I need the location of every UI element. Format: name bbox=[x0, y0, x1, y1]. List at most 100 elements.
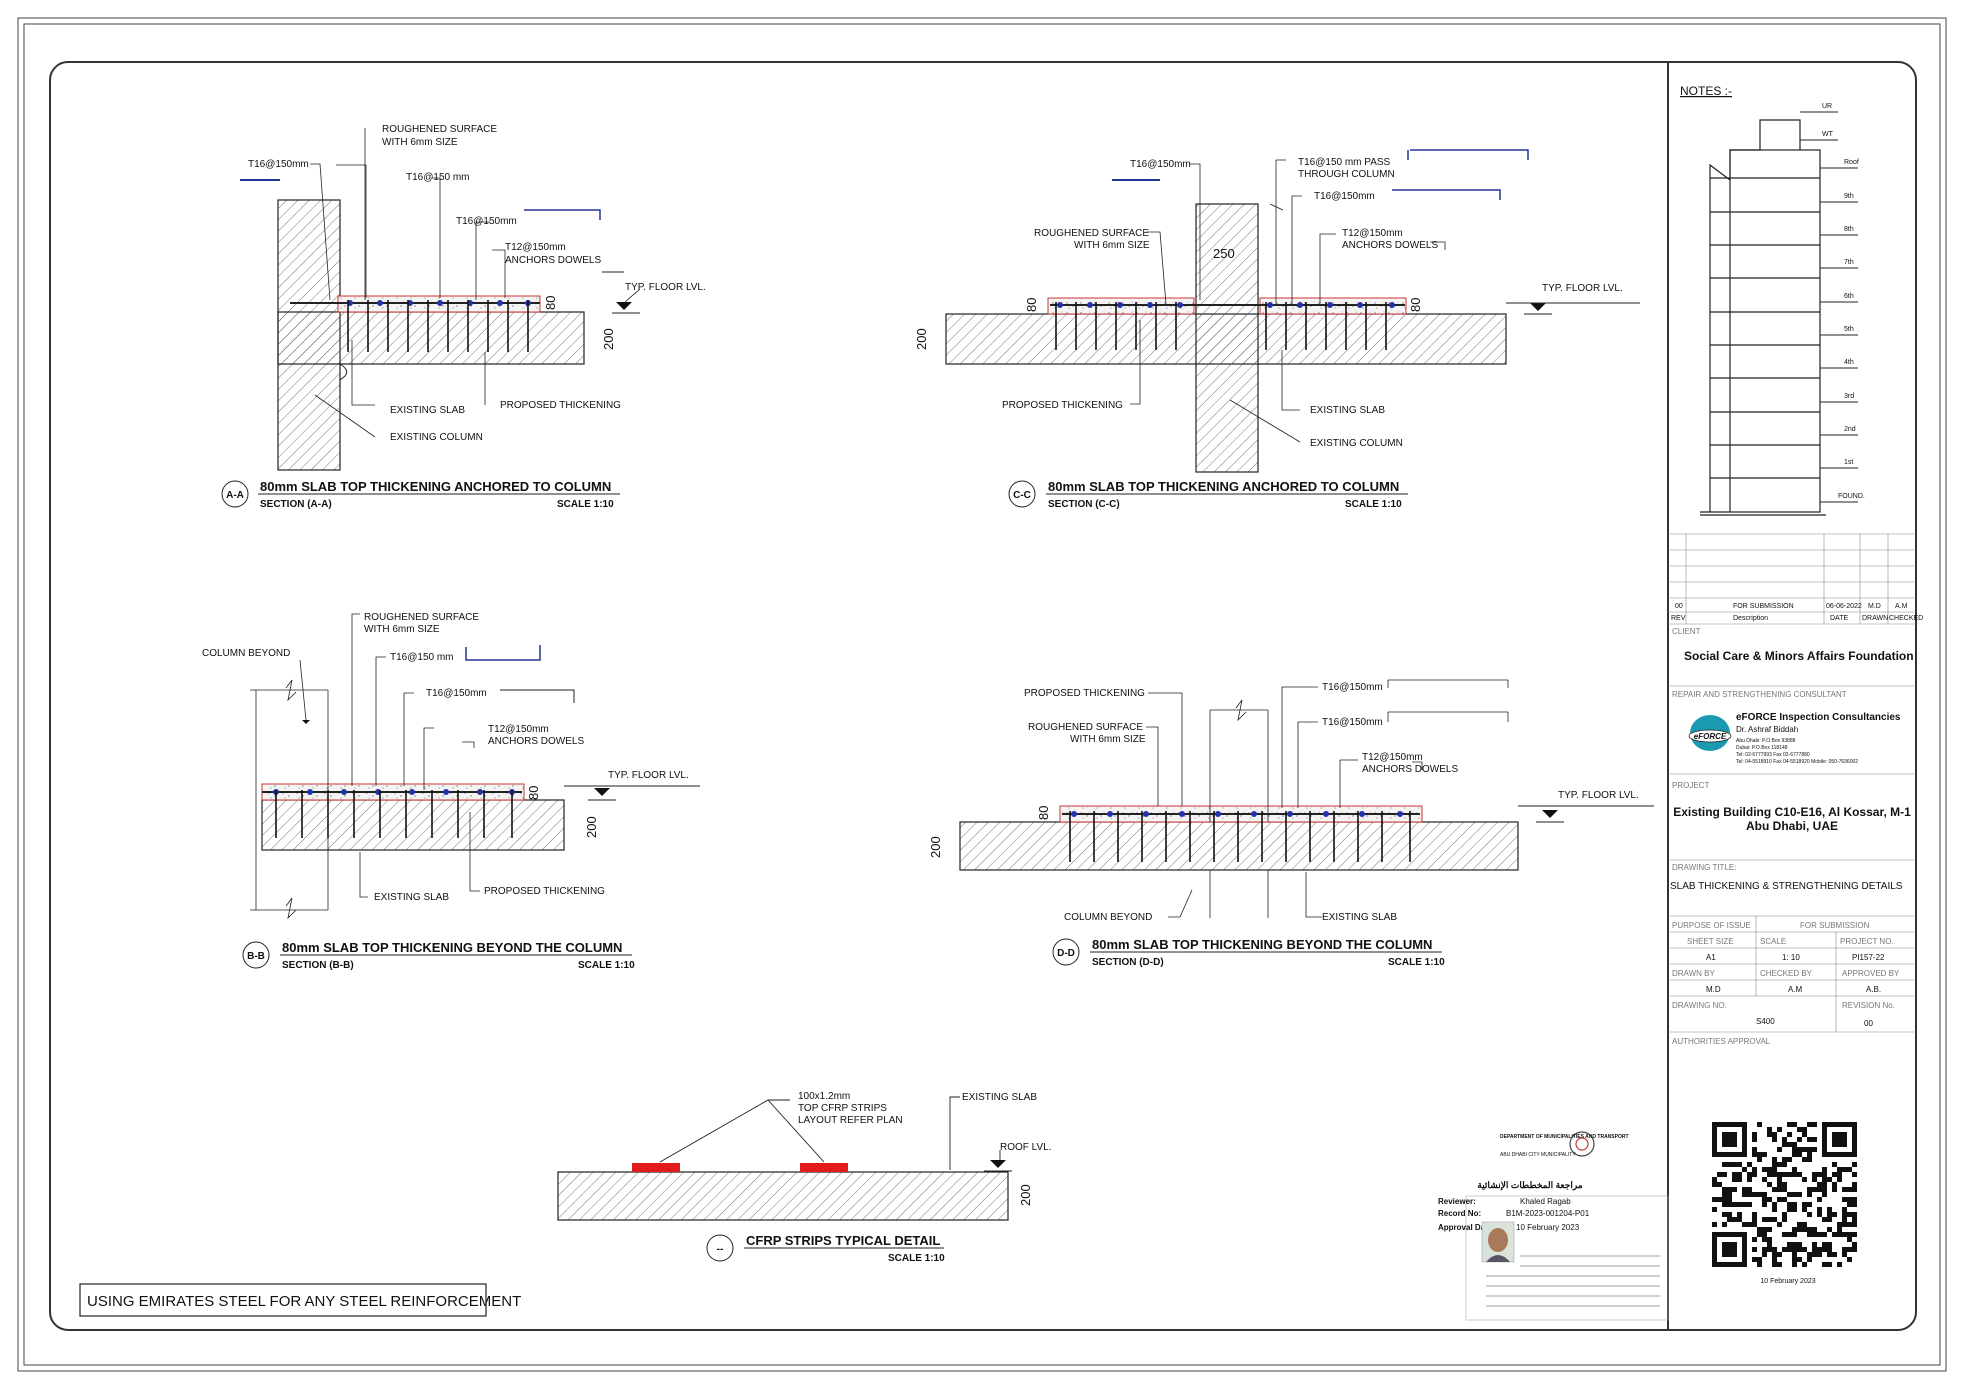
title-cfrp: CFRP STRIPS TYPICAL DETAIL bbox=[746, 1233, 940, 1248]
section-label-dd: SECTION (D-D) bbox=[1092, 957, 1164, 968]
label-roughened2-cc: WITH 6mm SIZE bbox=[1074, 240, 1150, 251]
rev-header: REV bbox=[1671, 615, 1686, 622]
tag-cfrp: -- bbox=[717, 1244, 724, 1255]
label-strips2-cfrp: TOP CFRP STRIPS bbox=[798, 1103, 887, 1114]
cfrp-strip-1 bbox=[632, 1163, 680, 1172]
drawing-title-label: DRAWING TITLE: bbox=[1672, 863, 1736, 872]
dim-250-cc: 250 bbox=[1213, 246, 1235, 261]
tag-dd: D-D bbox=[1057, 948, 1075, 959]
label-excol-aa: EXISTING COLUMN bbox=[390, 432, 483, 443]
scale-cfrp: SCALE 1:10 bbox=[888, 1253, 945, 1264]
existing-slab-bb bbox=[261, 799, 565, 851]
steel-note: USING EMIRATES STEEL FOR ANY STEEL REINF… bbox=[79, 1283, 521, 1317]
stamp-heading-ar: مراجعة المخططات الإنشائية bbox=[1477, 1180, 1582, 1191]
approval-value: 10 February 2023 bbox=[1516, 1223, 1580, 1232]
label-t16b-bb: T16@150mm bbox=[426, 688, 487, 699]
rev-date: 06-06-2022 bbox=[1826, 603, 1862, 610]
rev-value: 00 bbox=[1675, 603, 1683, 610]
approval-stamp: DEPARTMENT OF MUNICIPALITIES AND TRANSPO… bbox=[1438, 1131, 1669, 1321]
label-floor-aa: TYP. FLOOR LVL. bbox=[625, 282, 706, 293]
authorities-label: AUTHORITIES APPROVAL bbox=[1672, 1037, 1771, 1046]
label-dowels-aa: ANCHORS DOWELS bbox=[505, 255, 601, 266]
section-cfrp: 100x1.2mm TOP CFRP STRIPS LAYOUT REFER P… bbox=[557, 1091, 1052, 1264]
label-t12-bb: T12@150mm bbox=[488, 724, 549, 735]
dim-80b-cc: 80 bbox=[1408, 298, 1423, 312]
consultant-line4: Tel: 04-5518910 Fax 04-5518920 Mobile: 0… bbox=[1736, 759, 1858, 765]
consultant-label: REPAIR AND STRENGTHENING CONSULTANT bbox=[1672, 690, 1847, 699]
dim-80-dd: 80 bbox=[1036, 806, 1051, 820]
reviewer-value: Khaled Ragab bbox=[1520, 1197, 1571, 1206]
rev-header-drawn: DRAWN bbox=[1862, 615, 1888, 622]
label-exslab-aa: EXISTING SLAB bbox=[390, 405, 465, 416]
qr-date: 10 February 2023 bbox=[1760, 1278, 1815, 1285]
label-prop-cc: PROPOSED THICKENING bbox=[1002, 400, 1123, 411]
level-markers bbox=[1800, 111, 1858, 503]
rev-header-description: Description bbox=[1733, 615, 1768, 622]
scale-cc: SCALE 1:10 bbox=[1345, 499, 1402, 510]
title-cc: 80mm SLAB TOP THICKENING ANCHORED TO COL… bbox=[1048, 479, 1399, 494]
section-label-bb: SECTION (B-B) bbox=[282, 960, 354, 971]
dim-200-cc: 200 bbox=[914, 328, 929, 350]
approval-label: Approval Date: bbox=[1438, 1223, 1495, 1232]
project-line1: Existing Building C10-E16, Al Kossar, M-… bbox=[1673, 805, 1911, 819]
label-roughened-cc: ROUGHENED SURFACE bbox=[1034, 228, 1149, 239]
label-roughened-dd: ROUGHENED SURFACE bbox=[1028, 722, 1143, 733]
label-dowels-cc: ANCHORS DOWELS bbox=[1342, 240, 1438, 251]
checked-by-label: CHECKED BY bbox=[1760, 969, 1813, 978]
section-bb: ROUGHENED SURFACE WITH 6mm SIZE COLUMN B… bbox=[202, 612, 700, 971]
label-prop-dd: PROPOSED THICKENING bbox=[1024, 688, 1145, 699]
drawn-by-value: M.D bbox=[1706, 985, 1721, 994]
section-label-cc: SECTION (C-C) bbox=[1048, 499, 1120, 510]
approved-by-label: APPROVED BY bbox=[1842, 969, 1900, 978]
dim-200-bb: 200 bbox=[584, 816, 599, 838]
label-prop-aa: PROPOSED THICKENING bbox=[500, 400, 621, 411]
level-5th: 5th bbox=[1844, 326, 1854, 333]
label-roughened-bb: ROUGHENED SURFACE bbox=[364, 612, 479, 623]
steel-note-text: USING EMIRATES STEEL FOR ANY STEEL REINF… bbox=[87, 1293, 521, 1310]
label-roughened2-bb: WITH 6mm SIZE bbox=[364, 624, 440, 635]
label-t12-cc: T12@150mm bbox=[1342, 228, 1403, 239]
client-label: CLIENT bbox=[1672, 627, 1701, 636]
reviewer-photo bbox=[1481, 1221, 1515, 1263]
checked-by-value: A.M bbox=[1788, 985, 1803, 994]
consultant-line1: Abu Dhabi: P.O.Box 93888 bbox=[1736, 738, 1796, 744]
rev-drawn: M.D bbox=[1868, 603, 1881, 610]
purpose-value: FOR SUBMISSION bbox=[1800, 921, 1870, 930]
label-t16b-dd: T16@150mm bbox=[1322, 717, 1383, 728]
label-pass2-cc: THROUGH COLUMN bbox=[1298, 169, 1395, 180]
rev-description: FOR SUBMISSION bbox=[1733, 603, 1794, 610]
label-t16a-aa: T16@150mm bbox=[248, 159, 309, 170]
drawing-no-value: S400 bbox=[1756, 1017, 1775, 1026]
existing-slab-dd bbox=[959, 821, 1519, 871]
project-no-value: PI157-22 bbox=[1852, 953, 1885, 962]
section-label-aa: SECTION (A-A) bbox=[260, 499, 332, 510]
dmt-logo bbox=[1569, 1131, 1595, 1157]
level-roof: Roof bbox=[1844, 159, 1859, 166]
section-dd: PROPOSED THICKENING ROUGHENED SURFACE WI… bbox=[928, 679, 1654, 968]
sheet-size-value: A1 bbox=[1706, 953, 1716, 962]
dept-en2: ABU DHABI CITY MUNICIPALITY bbox=[1500, 1152, 1576, 1158]
label-roughened-aa: ROUGHENED SURFACE bbox=[382, 124, 497, 135]
reviewer-label: Reviewer: bbox=[1438, 1197, 1476, 1206]
dim-80-aa: 80 bbox=[543, 296, 558, 310]
label-strips3-cfrp: LAYOUT REFER PLAN bbox=[798, 1115, 903, 1126]
dim-80-bb: 80 bbox=[526, 786, 541, 800]
label-floor-bb: TYP. FLOOR LVL. bbox=[608, 770, 689, 781]
level-found: FOUND. bbox=[1838, 493, 1865, 500]
label-pass-cc: T16@150 mm PASS bbox=[1298, 157, 1391, 168]
label-t16a-bb: T16@150 mm bbox=[390, 652, 454, 663]
label-exslab-cfrp: EXISTING SLAB bbox=[962, 1092, 1037, 1103]
logo-text: eFORCE bbox=[1694, 732, 1727, 741]
level-ur: UR bbox=[1822, 103, 1832, 110]
level-3rd: 3rd bbox=[1844, 393, 1854, 400]
consultant-name: eFORCE Inspection Consultancies bbox=[1736, 712, 1901, 723]
label-colbeyond-dd: COLUMN BEYOND bbox=[1064, 912, 1152, 923]
project-line2: Abu Dhabi, UAE bbox=[1746, 819, 1838, 833]
level-4th: 4th bbox=[1844, 359, 1854, 366]
label-colbeyond-bb: COLUMN BEYOND bbox=[202, 648, 290, 659]
project-label: PROJECT bbox=[1672, 781, 1709, 790]
scale-value: 1: 10 bbox=[1782, 953, 1800, 962]
section-cc: T16@150mm T16@150 mm PASS THROUGH COLUMN… bbox=[914, 149, 1640, 510]
level-2nd: 2nd bbox=[1844, 426, 1856, 433]
label-roughened2-dd: WITH 6mm SIZE bbox=[1070, 734, 1146, 745]
